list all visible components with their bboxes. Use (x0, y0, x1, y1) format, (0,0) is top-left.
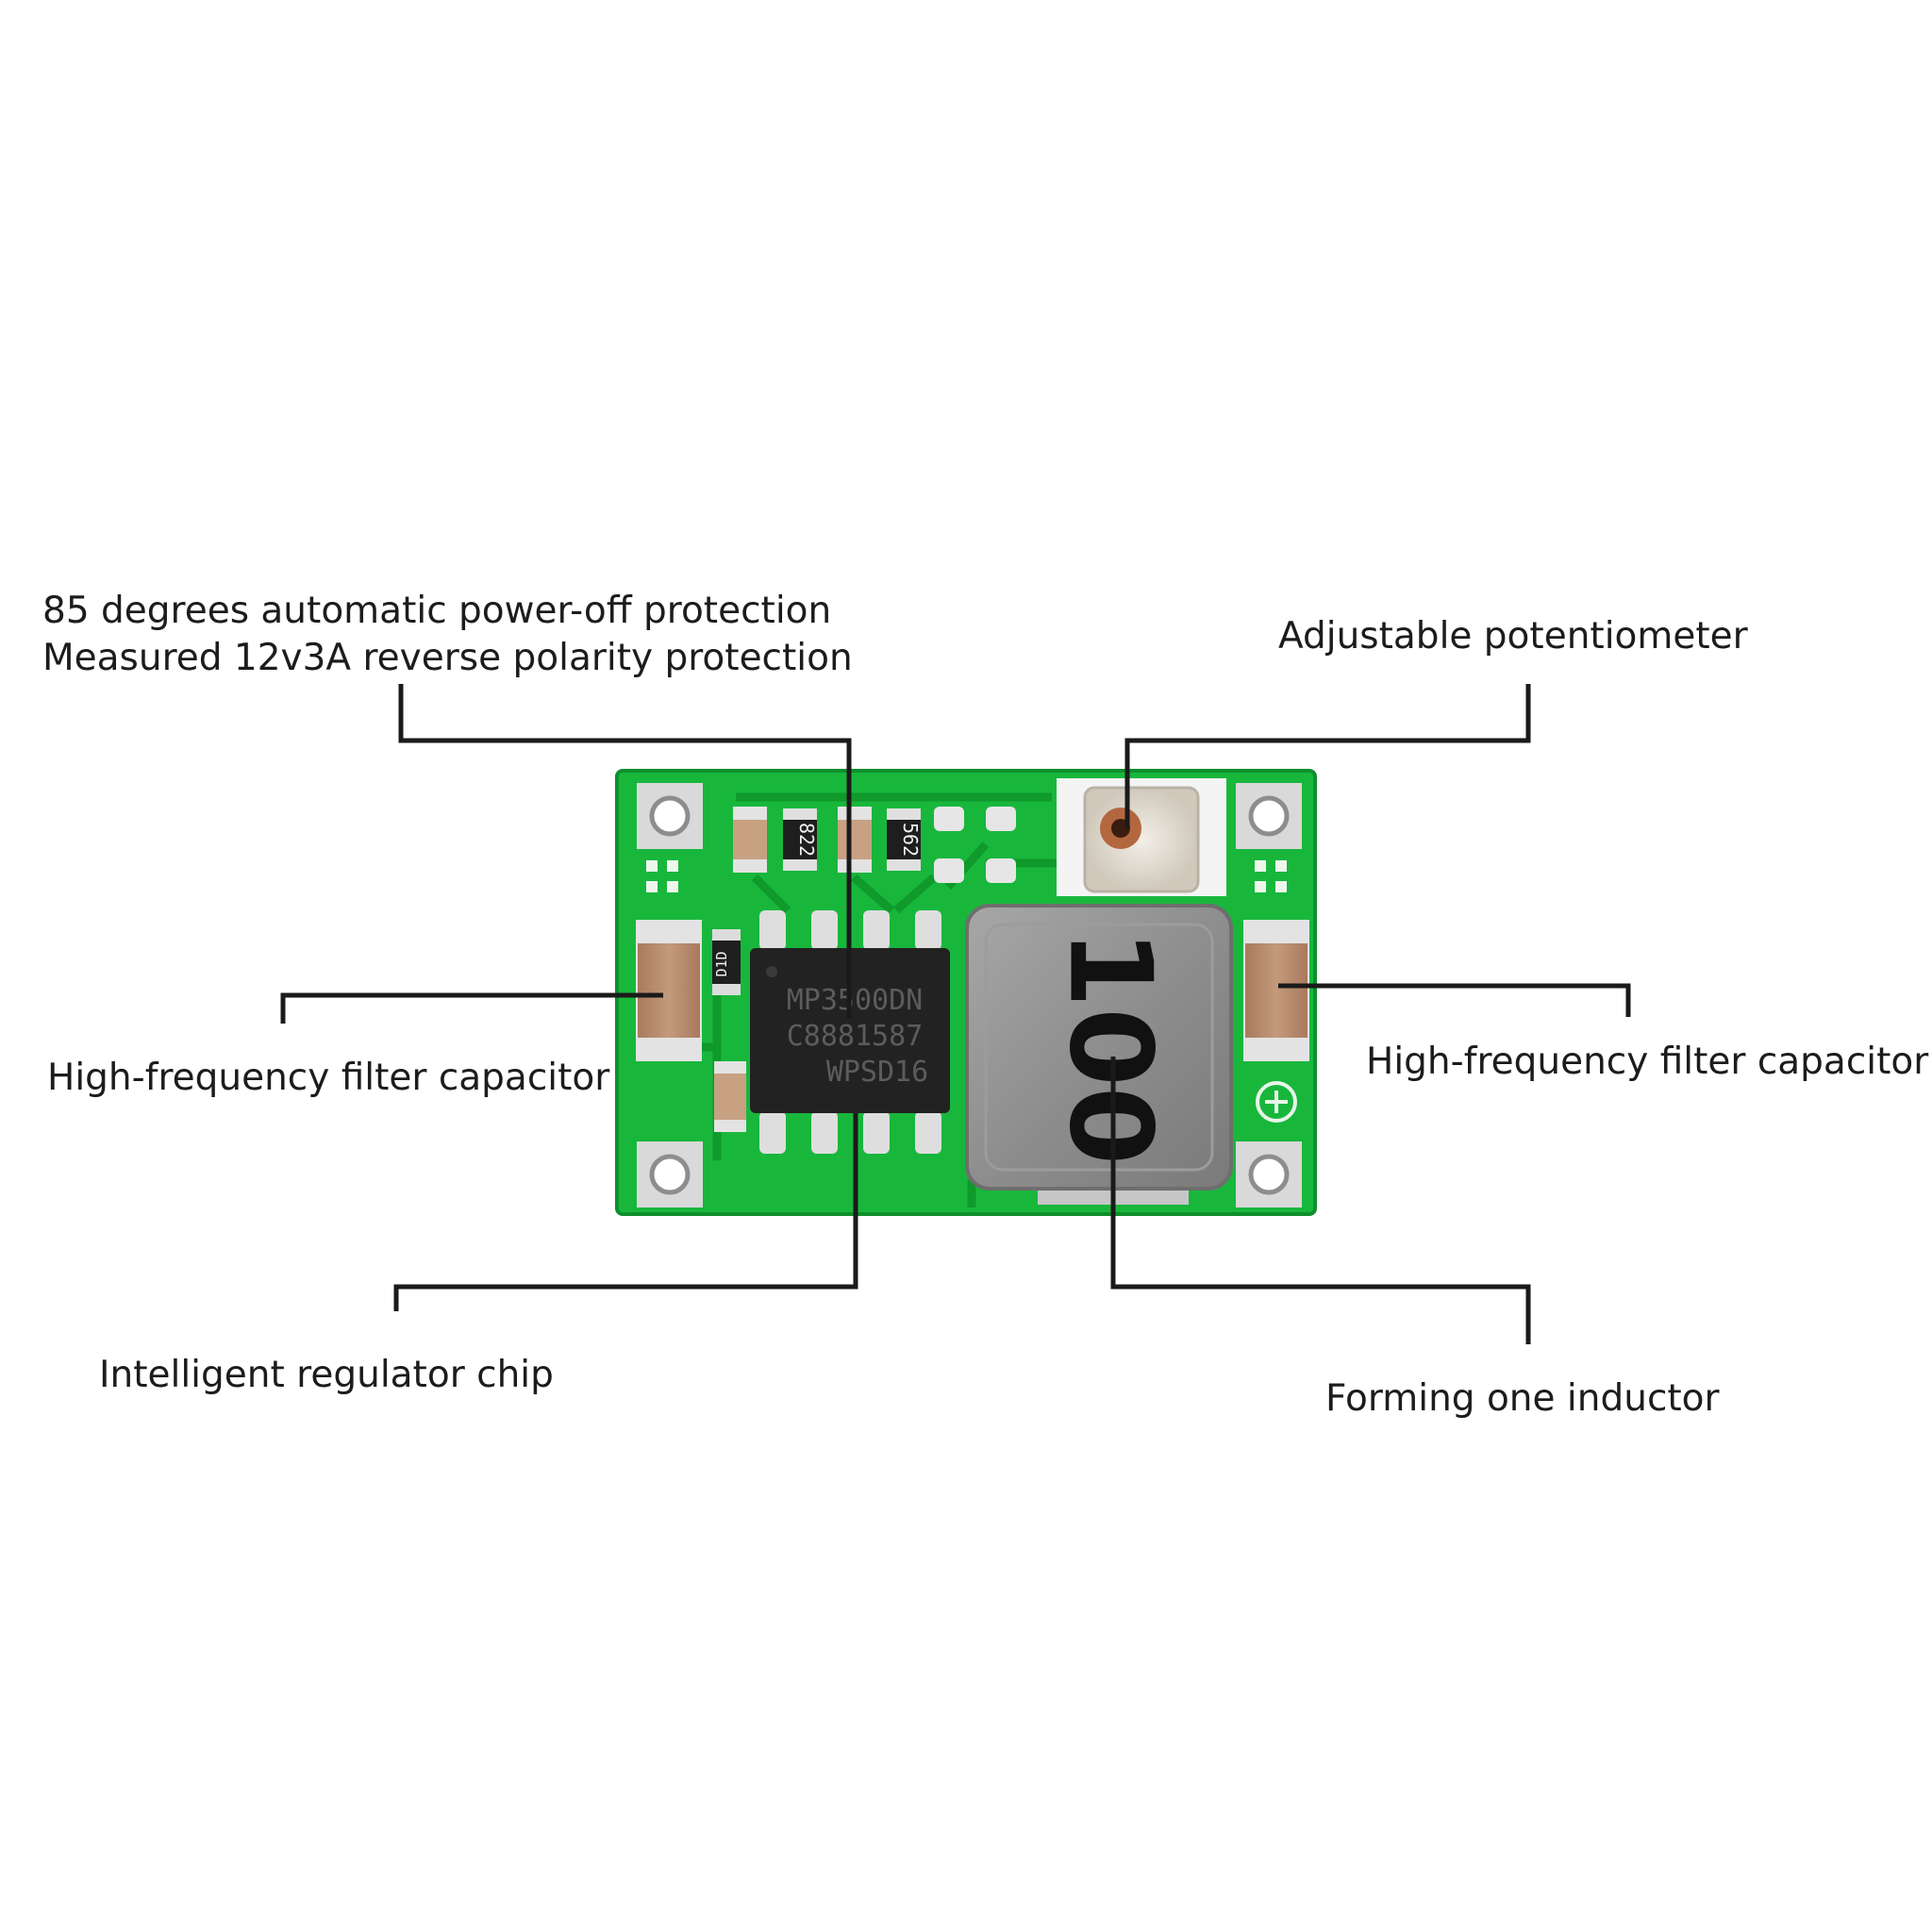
left-filter-capacitor (636, 920, 702, 1061)
label-regulator-chip: Intelligent regulator chip (99, 1354, 554, 1396)
via-pads (646, 860, 1287, 892)
leader-capacitor-right (1278, 983, 1631, 1017)
resistor-marking-a: 822 (795, 823, 818, 857)
label-capacitor-right: High-frequency filter capacitor (1366, 1041, 1929, 1083)
label-potentiometer: Adjustable potentiometer (1278, 615, 1749, 658)
chip-marking-1: MP3500DN (787, 984, 924, 1017)
chip-marking-2: C8881587 (787, 1020, 924, 1053)
pcb-module: 822 562 (615, 769, 1317, 1216)
callout-labels: 85 degrees automatic power-off protectio… (42, 590, 1929, 1420)
mounting-holes (637, 783, 1302, 1208)
chip-marking-3: WPSD16 (826, 1056, 928, 1089)
leader-inductor (1110, 1057, 1531, 1344)
inductor: 100 (965, 904, 1233, 1205)
regulator-chip: MP3500DN C8881587 WPSD16 (750, 910, 950, 1154)
top-smd-components: 822 562 (733, 807, 1016, 883)
label-protection-line-1: 85 degrees automatic power-off protectio… (42, 590, 831, 632)
leader-capacitor-left (280, 992, 663, 1024)
inductor-marking: 100 (1043, 929, 1174, 1166)
leader-potentiometer (1124, 684, 1531, 828)
chip-pins-top (759, 910, 941, 950)
right-filter-capacitor (1243, 920, 1309, 1061)
left-small-components: D1D (712, 929, 746, 1132)
label-protection-line-2: Measured 12v3A reverse polarity protecti… (42, 637, 853, 679)
pcb-board-edge (615, 769, 1317, 1216)
side-part-marking: D1D (713, 951, 730, 976)
label-capacitor-left: High-frequency filter capacitor (47, 1057, 610, 1099)
inductor-body (965, 904, 1233, 1191)
plus-marking (1256, 1081, 1297, 1123)
label-inductor: Forming one inductor (1325, 1377, 1721, 1420)
leader-lines (280, 684, 1631, 1344)
leader-regulator-chip (393, 1113, 858, 1311)
chip-pins-bottom (759, 1111, 941, 1154)
chip-body (750, 948, 950, 1113)
leader-protection (398, 684, 852, 1019)
potentiometer (1057, 778, 1226, 896)
resistor-marking-b: 562 (899, 823, 922, 857)
